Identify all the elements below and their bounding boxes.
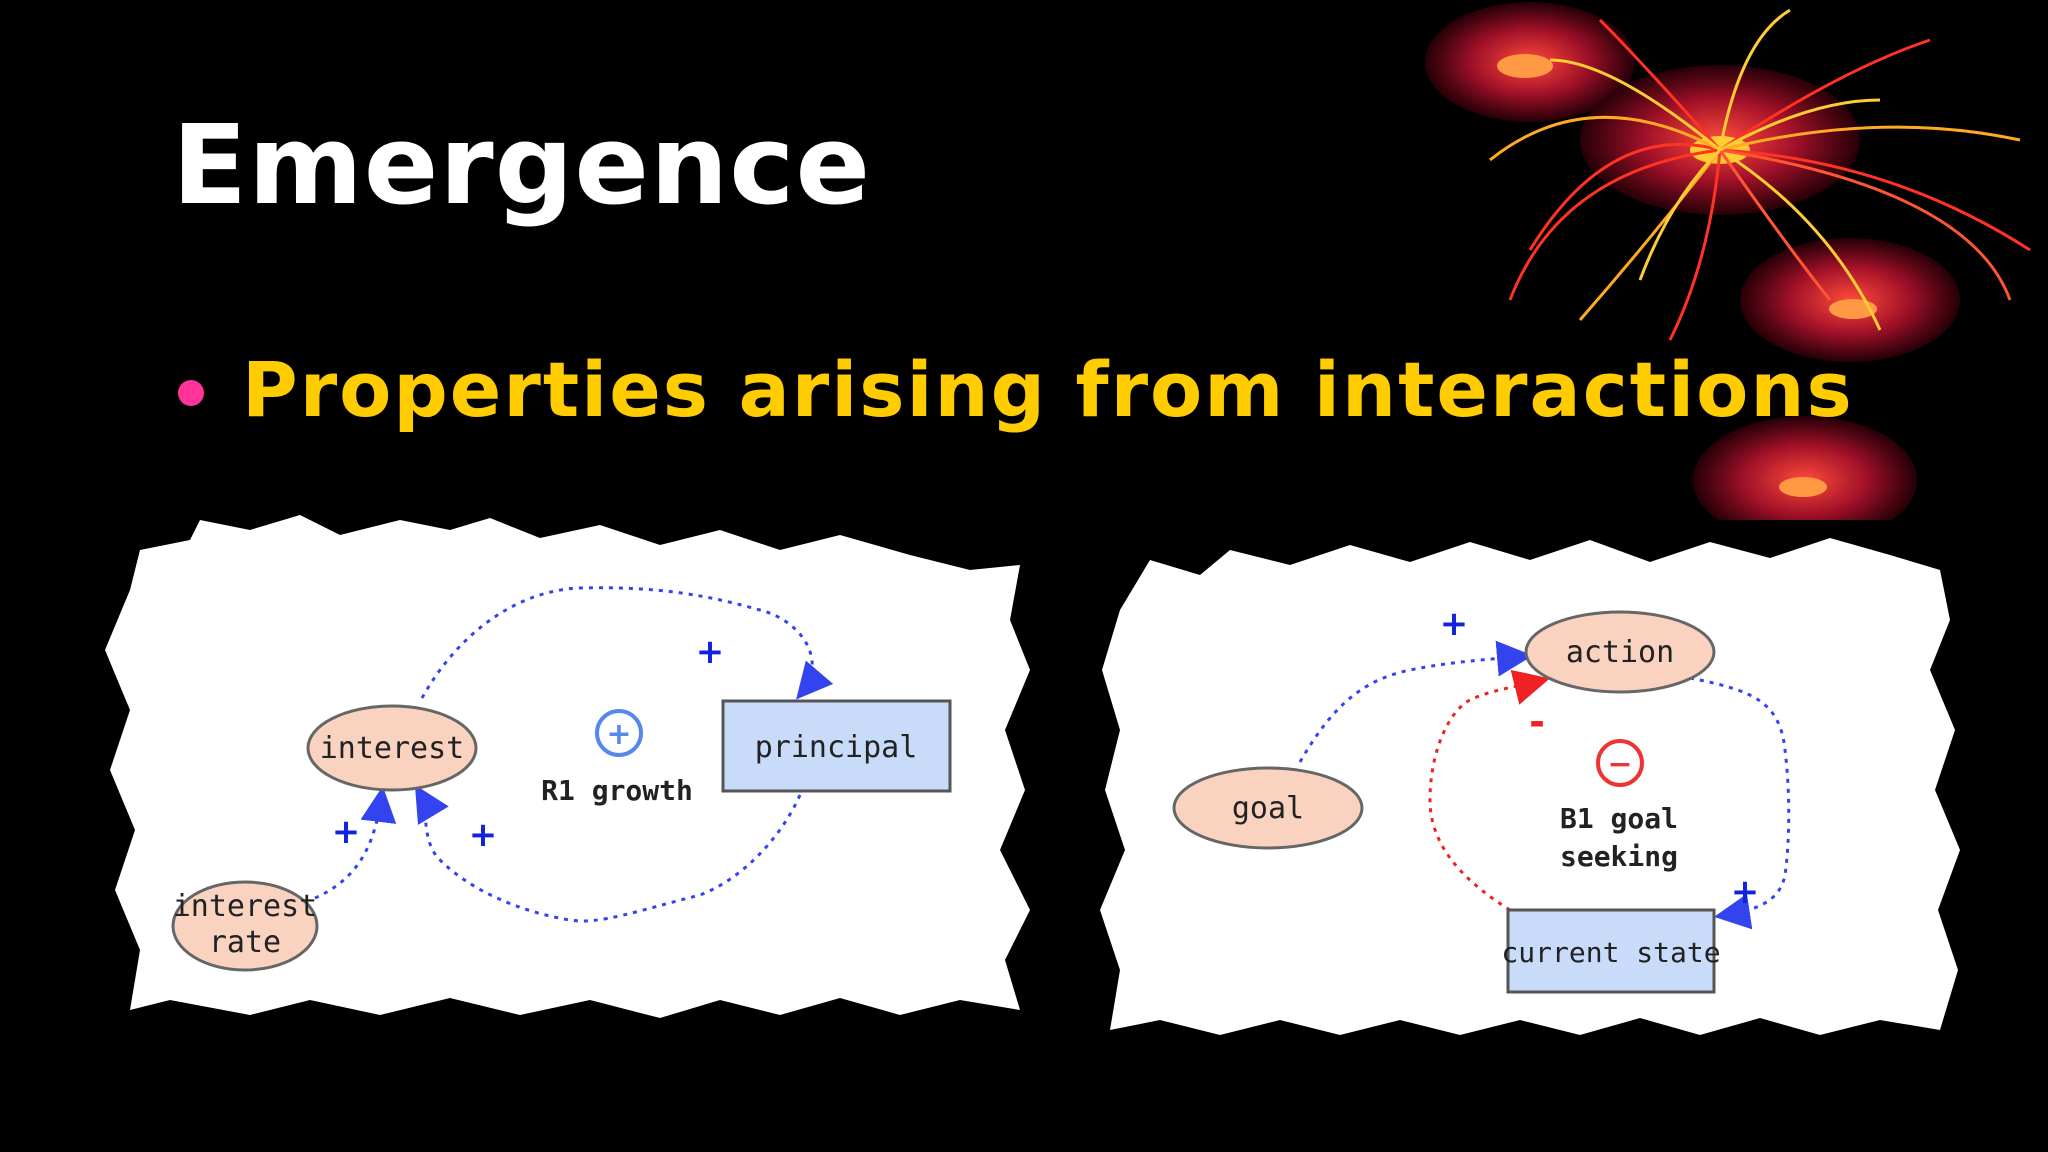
node-interest-rate-label: interest xyxy=(173,889,318,924)
polarity-plus-label: + xyxy=(1731,872,1760,912)
bullet-dot-icon xyxy=(178,380,204,406)
node-goal xyxy=(1172,766,1364,850)
link-rate-to-interest xyxy=(314,786,397,900)
stock-current-state xyxy=(1506,908,1716,994)
node-interest xyxy=(306,704,478,792)
loop-label-b1: B1 goal xyxy=(1560,802,1678,835)
firework-decoration xyxy=(1425,2,2031,520)
svg-text:+: + xyxy=(606,717,631,752)
polarity-minus-label: - xyxy=(1529,700,1545,744)
balancing-loop-icon: − xyxy=(1596,739,1644,787)
node-interest-rate xyxy=(171,880,319,972)
reinforcing-loop-icon: + xyxy=(595,709,643,757)
stock-current-state-label: current state xyxy=(1501,936,1720,969)
node-interest-label: interest xyxy=(320,731,465,766)
node-action xyxy=(1524,610,1716,694)
stock-principal-label: principal xyxy=(755,730,918,765)
link-interest-to-principal xyxy=(420,586,834,700)
right-diagram-panel: + - + action goal current state − B1 goa… xyxy=(1100,538,1960,1035)
node-goal-label: goal xyxy=(1232,791,1304,826)
polarity-plus-label: + xyxy=(469,815,498,855)
left-diagram-panel: + + + interest interest rate principal +… xyxy=(105,515,1030,1018)
loop-label-r1: R1 growth xyxy=(541,774,693,807)
polarity-plus-label: + xyxy=(1440,604,1469,644)
link-state-to-action xyxy=(1428,669,1550,912)
left-panel-background xyxy=(105,515,1030,1018)
bullet-text: Properties arising from interactions xyxy=(242,345,1854,434)
polarity-plus-label: + xyxy=(696,632,725,672)
stock-principal xyxy=(721,699,952,793)
node-interest-rate-label: rate xyxy=(209,925,281,960)
polarity-plus-label: + xyxy=(332,812,361,852)
loop-label-b1: seeking xyxy=(1560,840,1678,873)
slide-title: Emergence xyxy=(172,101,872,229)
node-action-label: action xyxy=(1566,635,1674,670)
svg-text:−: − xyxy=(1607,747,1632,782)
